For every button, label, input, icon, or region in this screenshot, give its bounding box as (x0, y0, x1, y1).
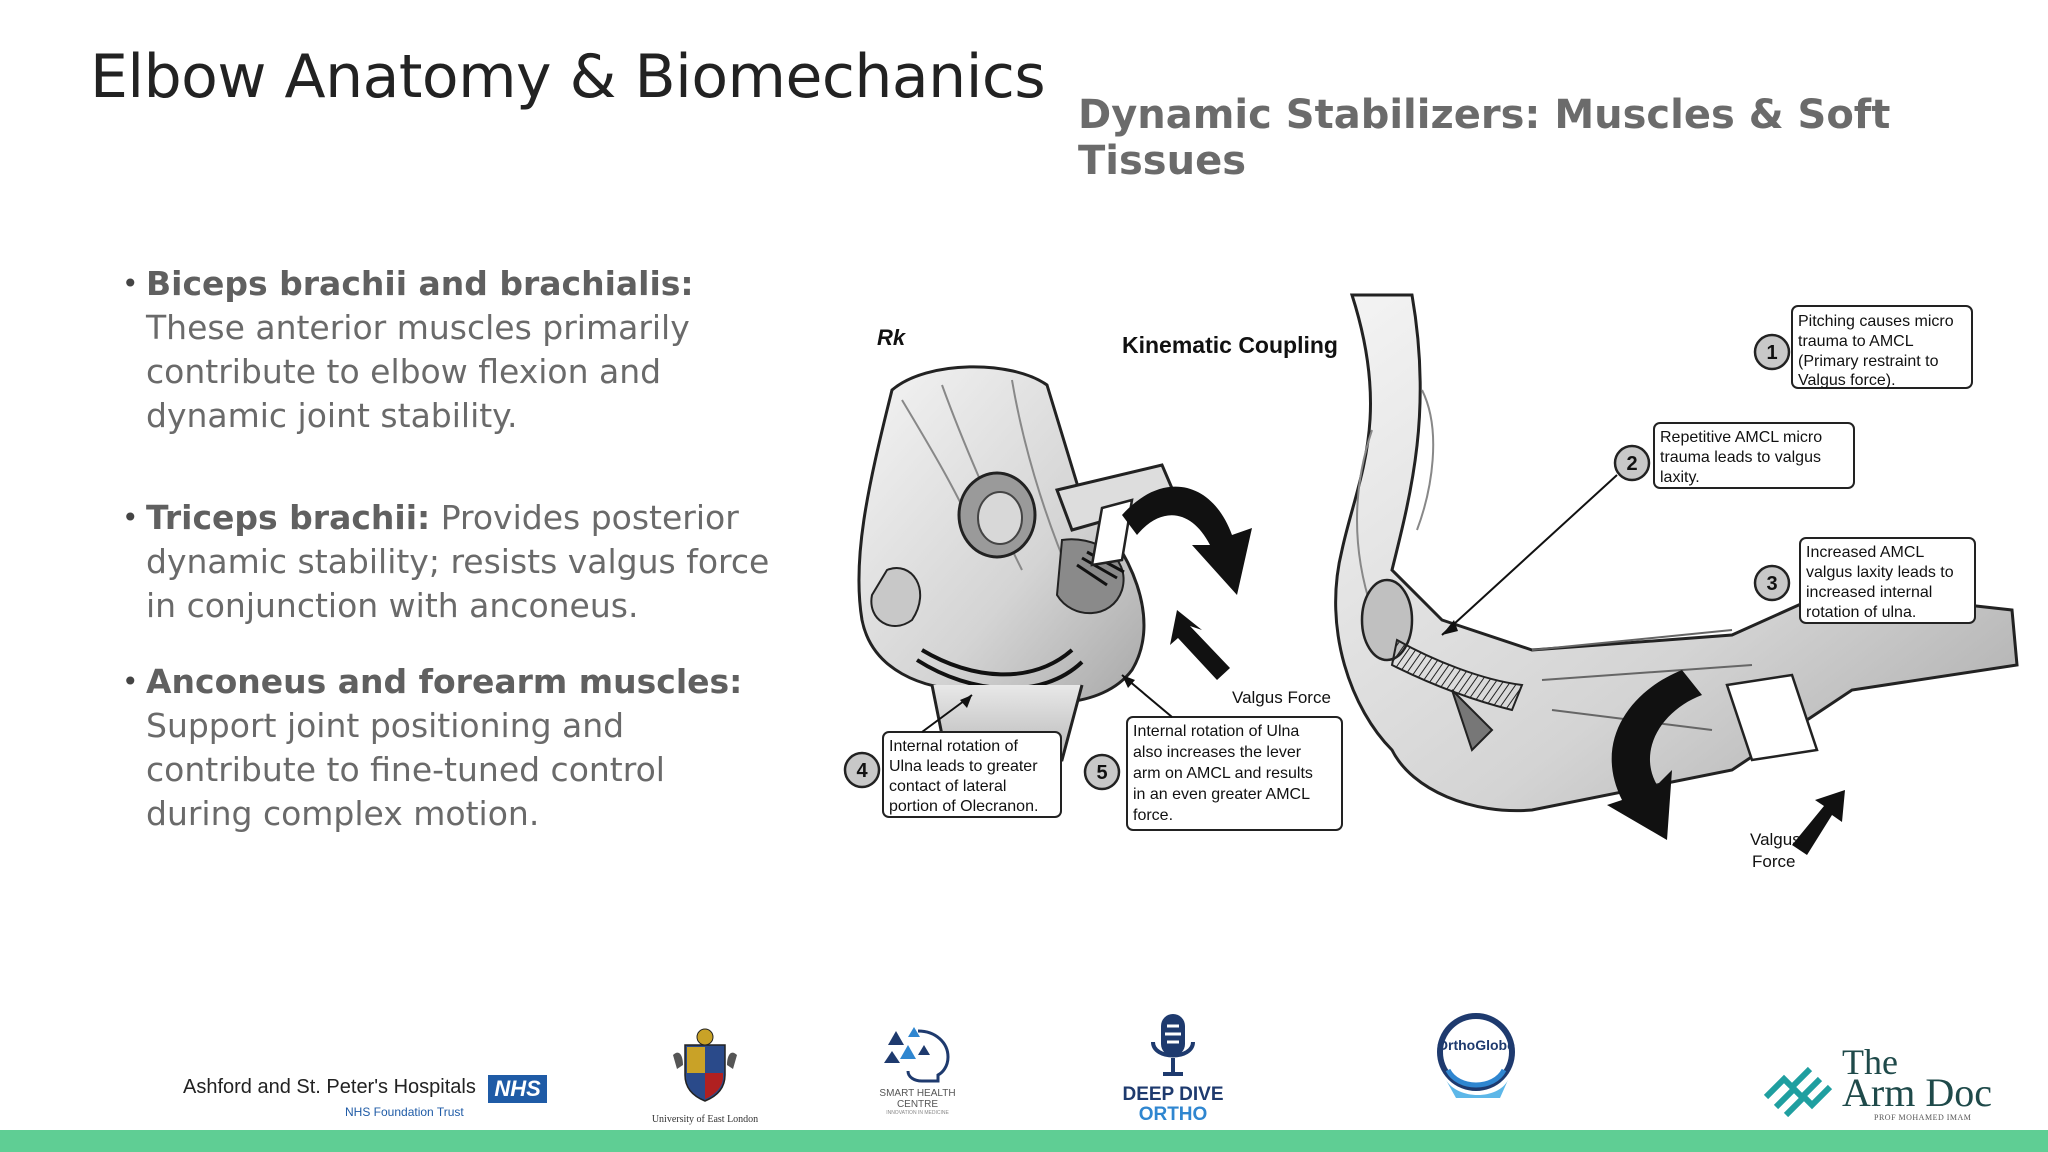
bullet-list: Biceps brachii and brachialis: These ant… (120, 262, 780, 836)
orthoglobe-logo: OrthoGlobe (1437, 1013, 1515, 1098)
left-elbow-drawing (857, 365, 1180, 762)
the-arm-doc-logo: The Arm Doc PROF MOHAMED IMAM (1762, 1042, 2032, 1122)
smart-health-centre-logo: SMART HEALTH CENTRE INNOVATION IN MEDICI… (870, 1025, 965, 1116)
bullet-term: Triceps brachii: (146, 498, 431, 537)
callout-line: force. (1133, 807, 1173, 824)
arm-doc-wave-icon (1763, 1066, 1833, 1117)
callout-line: trauma leads to valgus (1660, 449, 1821, 466)
valgus-arrow-right (1792, 790, 1845, 855)
callout-text: Increased AMCL valgus laxity leads to in… (1806, 544, 1958, 621)
callout-line: contact of lateral (889, 778, 1006, 795)
callout-number: 3 (1766, 573, 1777, 595)
smart-health-label: SMART HEALTH (879, 1088, 956, 1099)
callout-number: 2 (1626, 453, 1637, 475)
bullet-item-triceps: Triceps brachii: Provides posterior dyna… (120, 496, 780, 628)
nhs-badge: NHS (488, 1075, 547, 1103)
figure-heading: Kinematic Coupling (1122, 332, 1338, 358)
bullet-item-biceps: Biceps brachii and brachialis: These ant… (120, 262, 780, 438)
rotation-arrow-right (1607, 670, 1819, 840)
callout-line: Repetitive AMCL micro (1660, 429, 1822, 446)
bullet-text: Support joint positioning and contribute… (146, 706, 665, 833)
callout-line: increased internal (1806, 584, 1932, 601)
rotation-arrow-left (1122, 486, 1252, 595)
callout-3: 3 Increased AMCL valgus laxity leads to … (1753, 537, 1976, 624)
bullet-text: These anterior muscles primarily contrib… (146, 308, 690, 435)
bullet-item-anconeus: Anconeus and forearm muscles: Support jo… (120, 660, 780, 836)
callout-line: Internal rotation of (889, 738, 1019, 755)
arm-doc-name: Arm Doc (1842, 1070, 1992, 1115)
deep-dive-ortho-logo: DEEP DIVE ORTHO (1118, 1012, 1228, 1124)
callout-4: 4 Internal rotation of Ulna leads to gre… (843, 694, 1062, 818)
callout-text: Internal rotation of Ulna also increases… (1133, 723, 1317, 824)
callout-line: Increased AMCL (1806, 544, 1924, 561)
bullet-term: Anconeus and forearm muscles: (146, 662, 743, 701)
arm-doc-the: The (1842, 1042, 1898, 1082)
kinematic-coupling-figure: Valgus Force Valgus Force Rk Kinematic C… (843, 293, 2019, 871)
uel-crest-icon (673, 1028, 737, 1102)
ashford-st-peters-logo: Ashford and St. Peter's Hospitals NHS NH… (183, 1075, 547, 1119)
artist-signature: Rk (877, 325, 907, 350)
callout-text: Repetitive AMCL micro trauma leads to va… (1660, 429, 1827, 486)
callout-line: valgus laxity leads to (1806, 564, 1954, 581)
centre-label: CENTRE (896, 1099, 939, 1110)
force-label-right: Force (1752, 852, 1795, 871)
callout-line: Pitching causes micro (1798, 313, 1954, 330)
microphone-icon (1151, 1014, 1195, 1076)
callout-line: arm on AMCL and results (1133, 765, 1313, 782)
deep-dive-label: DEEP DIVE (1122, 1084, 1224, 1105)
valgus-force-label-left: Valgus Force (1232, 688, 1331, 707)
callout-line: Ulna leads to greater (889, 758, 1038, 775)
callout-number: 1 (1766, 342, 1777, 364)
university-east-london-logo: University of East London (650, 1025, 760, 1125)
ortho-label: ORTHO (1138, 1104, 1208, 1125)
bullet-text: Provides posterior dynamic stability; re… (146, 498, 770, 625)
callout-text: Pitching causes micro trauma to AMCL (Pr… (1798, 313, 1958, 389)
right-elbow-drawing (1334, 293, 2019, 813)
arm-doc-prof: PROF MOHAMED IMAM (1874, 1113, 1972, 1122)
callout-line: laxity. (1660, 469, 1700, 486)
callout-line: Internal rotation of Ulna (1133, 723, 1299, 740)
footer-accent-bar (0, 1130, 2048, 1152)
callout-line: trauma to AMCL (1798, 333, 1914, 350)
orthoglobe-label: OrthoGlobe (1437, 1037, 1515, 1053)
nhs-trust-label: NHS Foundation Trust (345, 1105, 464, 1119)
slide-subtitle: Dynamic Stabilizers: Muscles & Soft Tiss… (1078, 92, 1891, 184)
callout-5: 5 Internal rotation of Ulna also increas… (1083, 674, 1343, 831)
callout-line: Valgus force). (1798, 372, 1896, 389)
callout-line: in an even greater AMCL (1133, 786, 1310, 803)
callout-text: Internal rotation of Ulna leads to great… (889, 738, 1042, 815)
callout-1: 1 Pitching causes micro trauma to AMCL (… (1753, 305, 1973, 389)
uel-label: University of East London (651, 1114, 759, 1125)
valgus-label-right: Valgus (1750, 830, 1801, 849)
ashford-name: Ashford and St. Peter's Hospitals (183, 1076, 476, 1099)
bullet-term: Biceps brachii and brachialis: (146, 264, 694, 303)
slide-title: Elbow Anatomy & Biomechanics (90, 42, 1046, 112)
smart-health-head-icon (883, 1027, 950, 1083)
callout-line: also increases the lever (1133, 744, 1302, 761)
callout-line: portion of Olecranon. (889, 798, 1038, 815)
callout-number: 4 (856, 760, 868, 782)
callout-line: (Primary restraint to (1798, 353, 1939, 370)
innovation-label: INNOVATION IN MEDICINE (886, 1110, 949, 1116)
callout-number: 5 (1096, 762, 1107, 784)
valgus-arrow-left (1170, 610, 1230, 680)
callout-line: rotation of ulna. (1806, 604, 1916, 621)
callout-2: 2 Repetitive AMCL micro trauma leads to … (1441, 422, 1855, 636)
